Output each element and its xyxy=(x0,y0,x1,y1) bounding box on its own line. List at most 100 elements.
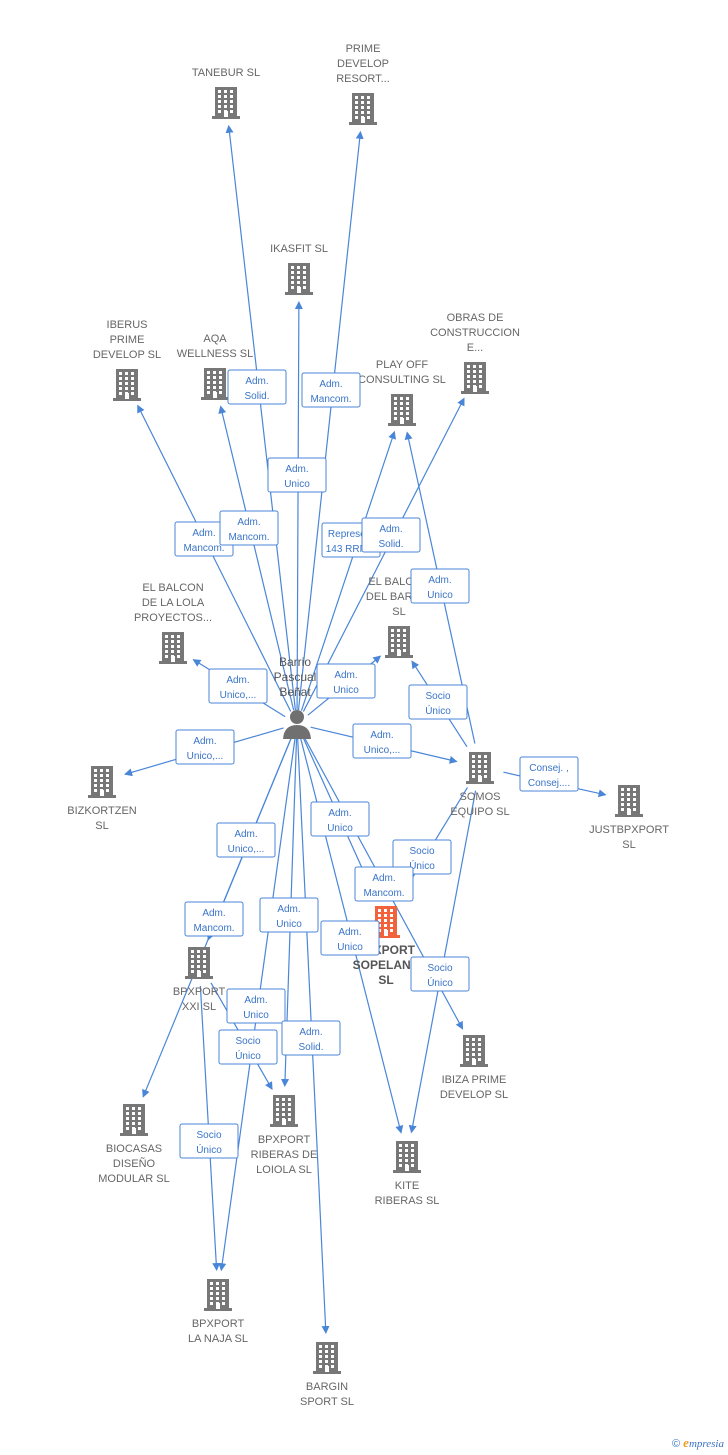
edge-line-barrio-obras xyxy=(302,397,465,712)
building-icon[interactable] xyxy=(113,369,141,401)
company-node-playoff[interactable]: PLAY OFF CONSULTING SL xyxy=(358,359,446,426)
building-icon[interactable] xyxy=(466,752,494,784)
building-icon[interactable] xyxy=(349,93,377,125)
edge-label-text: Adm. xyxy=(234,829,257,840)
edge-label-barrio-biocasas[interactable]: Adm.Mancom. xyxy=(184,901,244,937)
edge-label-box xyxy=(352,723,412,759)
building-icon[interactable] xyxy=(285,263,313,295)
edge-label-barrio-ikasfit[interactable]: Adm.Unico xyxy=(267,457,327,493)
edge-label-box xyxy=(310,801,370,837)
building-icon[interactable] xyxy=(372,906,400,938)
edge-label-barrio-riberas_loiola[interactable]: Adm.Unico xyxy=(259,897,319,933)
edge-label-barrio-obras[interactable]: Adm.Solid. xyxy=(361,517,421,553)
building-icon[interactable] xyxy=(212,87,240,119)
building-icon[interactable] xyxy=(159,632,187,664)
edge-label-box xyxy=(226,988,286,1024)
edge-label-text: Solid. xyxy=(378,539,403,550)
edge-label-box xyxy=(216,822,276,858)
company-label: PRIME xyxy=(346,43,381,55)
edge-label-text: Adm. xyxy=(328,808,351,819)
building-icon[interactable] xyxy=(270,1095,298,1127)
edge-label-barrio-kite[interactable]: Adm.Unico xyxy=(320,920,380,956)
company-label: E... xyxy=(467,342,484,354)
edge-label-text: Represe... xyxy=(328,529,374,540)
building-icon[interactable] xyxy=(201,368,229,400)
edge-label-barrio-balcon_barrio[interactable]: Adm.Unico xyxy=(316,663,376,699)
company-node-ikasfit[interactable]: IKASFIT SL xyxy=(270,243,328,295)
company-label: PLAY OFF xyxy=(376,359,428,371)
company-node-prime_develop_resort[interactable]: PRIMEDEVELOPRESORT... xyxy=(336,43,390,125)
building-icon[interactable] xyxy=(615,785,643,817)
company-label: XXI SL xyxy=(182,1001,216,1013)
edge-label-barrio-prime_develop_resort[interactable]: Adm.Mancom. xyxy=(301,372,361,408)
building-icon[interactable] xyxy=(460,1035,488,1067)
company-label: BPXPORT xyxy=(192,1318,245,1330)
edge-label-barrio-iberus[interactable]: Adm.Mancom. xyxy=(174,521,234,557)
building-icon[interactable] xyxy=(388,394,416,426)
edge-label-text: Socio xyxy=(196,1130,221,1141)
edge-label-somos-playoff[interactable]: Adm.Unico xyxy=(410,568,470,604)
company-label: OBRAS DE xyxy=(447,312,504,324)
edge-label-barrio-bizkortzen[interactable]: Adm.Unico,... xyxy=(175,729,235,765)
building-icon[interactable] xyxy=(120,1104,148,1136)
edge-label-text: Unico,... xyxy=(364,745,401,756)
company-label: WELLNESS SL xyxy=(177,348,253,360)
edge-label-barrio-aqa[interactable]: Adm.Mancom. xyxy=(219,510,279,546)
edge-label-barrio-tanebur[interactable]: Adm.Solid. xyxy=(227,369,287,405)
building-icon[interactable] xyxy=(461,362,489,394)
company-label: SL xyxy=(95,820,108,832)
edge-label-text: Unico xyxy=(276,919,302,930)
edge-line-barrio-aqa xyxy=(218,405,295,711)
edge-label-barrio-balcon_lola[interactable]: Adm.Unico,... xyxy=(208,668,268,704)
company-node-obras[interactable]: OBRAS DECONSTRUCCIONE... xyxy=(430,312,520,394)
company-label: SL xyxy=(392,606,405,618)
building-icon[interactable] xyxy=(185,947,213,979)
company-label: DEVELOP SL xyxy=(440,1089,508,1101)
building-icon[interactable] xyxy=(385,626,413,658)
edge-label-box xyxy=(392,839,452,875)
edge-label-box xyxy=(410,568,470,604)
edge-label-box xyxy=(408,684,468,720)
company-node-tanebur[interactable]: TANEBUR SL xyxy=(192,67,260,119)
edge-label-barrio-la_naja[interactable]: Adm.Unico xyxy=(226,988,286,1024)
edge-label-barrio-bargin[interactable]: Adm.Solid. xyxy=(281,1020,341,1056)
footer-brand[interactable]: © empresia xyxy=(672,1435,724,1451)
company-label: DEVELOP SL xyxy=(93,349,161,361)
edge-label-text: Adm. xyxy=(285,464,308,475)
edge-label-text: Mancom. xyxy=(183,543,224,554)
building-icon[interactable] xyxy=(393,1141,421,1173)
company-label: CONSULTING SL xyxy=(358,374,446,386)
edge-label-somos-justbpxport[interactable]: Consej. ,Consej.... xyxy=(519,756,579,792)
edge-label-barrio-ibiza[interactable]: Adm.Mancom. xyxy=(354,866,414,902)
building-icon[interactable] xyxy=(313,1342,341,1374)
edge-label-text: Adm. xyxy=(244,995,267,1006)
building-icon[interactable] xyxy=(204,1279,232,1311)
company-label: SOMOS xyxy=(460,791,501,803)
building-icon[interactable] xyxy=(88,766,116,798)
edge-label-barrio-bpxport_sopelana[interactable]: Adm.Unico xyxy=(310,801,370,837)
edge-label-barrio-bpxport_xxi[interactable]: Adm.Unico,... xyxy=(216,822,276,858)
edge-label-barrio-somos[interactable]: Adm.Unico,... xyxy=(352,723,412,759)
empresia-logo[interactable]: empresia xyxy=(683,1435,724,1450)
company-label: KITE xyxy=(395,1180,419,1192)
